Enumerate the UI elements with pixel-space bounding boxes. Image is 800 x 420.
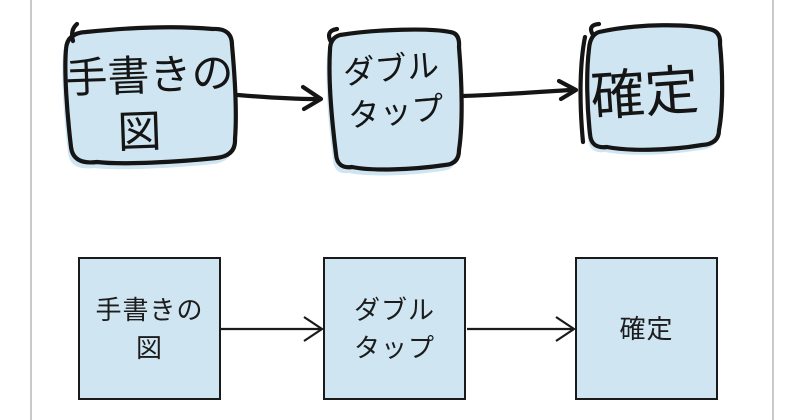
- clean-node-double-tap[interactable]: ダブル タップ: [323, 257, 466, 400]
- sketch-corner-overshoot: [70, 21, 80, 44]
- clean-node-label: 手書きの 図: [95, 291, 203, 367]
- sketch-corner-overshoot: [588, 21, 602, 38]
- sketch-arrow-2-head: [556, 78, 579, 102]
- sketch-node-label-line2: タップ: [347, 90, 446, 134]
- sketch-node-outline: [585, 23, 725, 152]
- sketch-arrow-1-shaft: [235, 92, 318, 102]
- clean-node-label-line2: 図: [135, 332, 163, 363]
- clean-node-tegaki-no-zu[interactable]: 手書きの 図: [78, 257, 221, 400]
- clean-node-label: ダブル タップ: [354, 291, 435, 367]
- sketch-node-label-line2: 図: [117, 107, 163, 158]
- clean-arrow-1[interactable]: [221, 316, 324, 342]
- clean-node-label-line2: タップ: [353, 332, 435, 363]
- sketch-node-label-line1: 手書きの: [65, 49, 235, 102]
- clean-node-label-line1: ダブル: [353, 294, 435, 325]
- sketch-node-label-line1: ダブル: [342, 47, 441, 91]
- sketch-node-tegaki-no-zu[interactable]: 手書きの 図: [62, 21, 238, 170]
- clean-arrow-1-head: [303, 316, 324, 342]
- sketch-left-double-stroke: [578, 34, 588, 145]
- sketch-node-kakutei[interactable]: 確定: [578, 21, 725, 155]
- sketch-node-outline: [63, 25, 238, 166]
- sketch-corner-overshoot: [326, 26, 340, 45]
- clean-arrow-2[interactable]: [467, 316, 576, 342]
- page-edge-right: [772, 0, 774, 420]
- page-edge-left: [30, 0, 32, 420]
- clean-arrow-2-head: [555, 316, 576, 342]
- sketch-arrow-1[interactable]: [235, 84, 324, 112]
- sketch-arrow-2[interactable]: [460, 78, 579, 102]
- sketch-arrow-2-shaft: [460, 87, 573, 99]
- sketch-node-double-tap[interactable]: ダブル タップ: [326, 26, 464, 176]
- sketch-node-outline: [327, 27, 464, 172]
- sketch-node-label-line1: 確定: [589, 60, 701, 127]
- clean-node-label-line1: 確定: [619, 313, 674, 344]
- sketch-arrow-1-head: [300, 84, 324, 112]
- clean-node-label: 確定: [619, 310, 673, 348]
- clean-node-kakutei[interactable]: 確定: [575, 257, 718, 400]
- clean-node-label-line1: 手書きの: [95, 294, 204, 325]
